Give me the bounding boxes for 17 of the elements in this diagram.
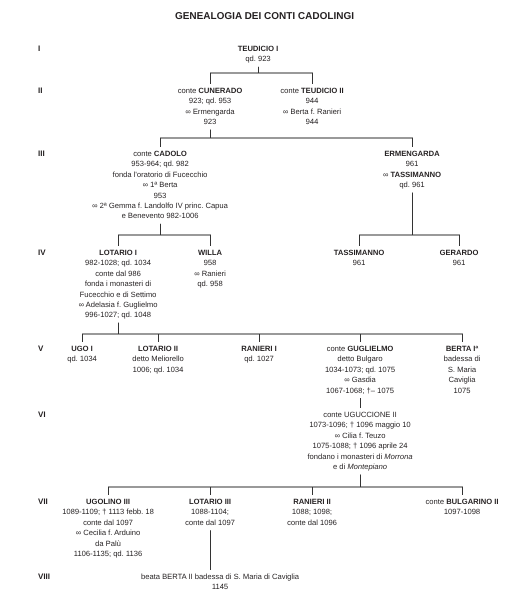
- generation-numeral: VI: [38, 410, 46, 419]
- descent-line: [210, 129, 413, 148]
- descent-line: [258, 66, 313, 84]
- descent-line: [412, 192, 460, 246]
- descent-line: [160, 223, 211, 246]
- generation-numeral: III: [38, 149, 45, 158]
- descent-line: [118, 322, 463, 342]
- descent-line: [360, 474, 463, 496]
- generation-numeral: V: [38, 344, 44, 353]
- descent-line: [210, 530, 211, 570]
- generation-numeral: II: [38, 86, 42, 95]
- descent-line: [360, 398, 361, 408]
- generation-numeral: IV: [38, 248, 46, 257]
- diagram-title: GENEALOGIA DEI CONTI CADOLINGI: [174, 11, 356, 22]
- generation-numeral: I: [38, 44, 40, 53]
- generation-numeral: VIII: [38, 572, 50, 581]
- generation-numeral: VII: [38, 497, 48, 506]
